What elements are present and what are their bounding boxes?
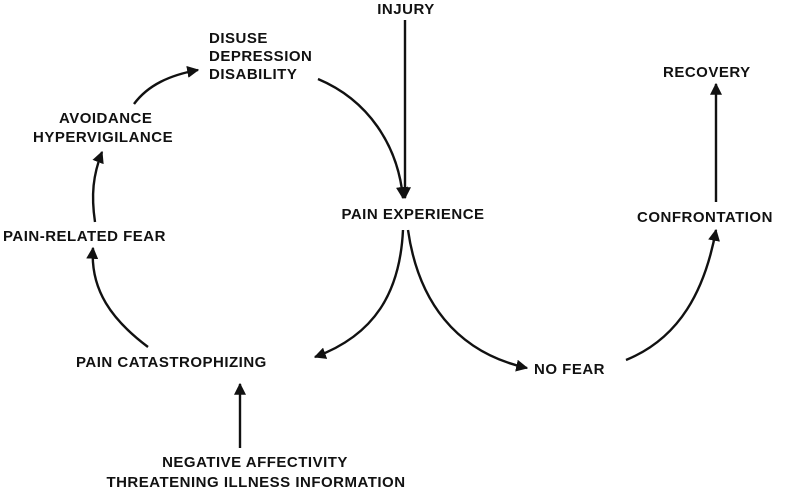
node-injury: INJURY	[377, 1, 434, 18]
node-confrontation: CONFRONTATION	[637, 209, 773, 226]
node-hypervigilance: HYPERVIGILANCE	[33, 129, 173, 146]
node-recovery: RECOVERY	[663, 64, 751, 81]
node-negative-affectivity: NEGATIVE AFFECTIVITY	[162, 454, 348, 471]
edge-pain-catastrophizing-to-pain-related-fear	[86, 246, 149, 348]
node-avoidance: AVOIDANCE	[59, 110, 152, 127]
edge-avoidance-to-disuse	[133, 65, 200, 105]
node-pain-related-fear: PAIN-RELATED FEAR	[3, 228, 166, 245]
node-threatening-illness-information: THREATENING ILLNESS INFORMATION	[106, 474, 405, 490]
node-no-fear: NO FEAR	[534, 361, 605, 378]
node-pain-catastrophizing: PAIN CATASTROPHIZING	[76, 354, 267, 371]
edge-pain-related-fear-to-hypervigilance	[91, 150, 104, 223]
edge-disability-to-pain-experience	[317, 77, 408, 200]
edge-pain-experience-to-pain-catastrophizing	[313, 229, 405, 359]
edge-no-fear-to-confrontation	[625, 228, 720, 362]
node-disability: DISABILITY	[209, 66, 297, 83]
node-disuse: DISUSE	[209, 30, 268, 47]
node-pain-experience: PAIN EXPERIENCE	[341, 206, 484, 223]
edge-pain-experience-to-no-fear	[406, 229, 529, 372]
node-depression: DEPRESSION	[209, 48, 312, 65]
